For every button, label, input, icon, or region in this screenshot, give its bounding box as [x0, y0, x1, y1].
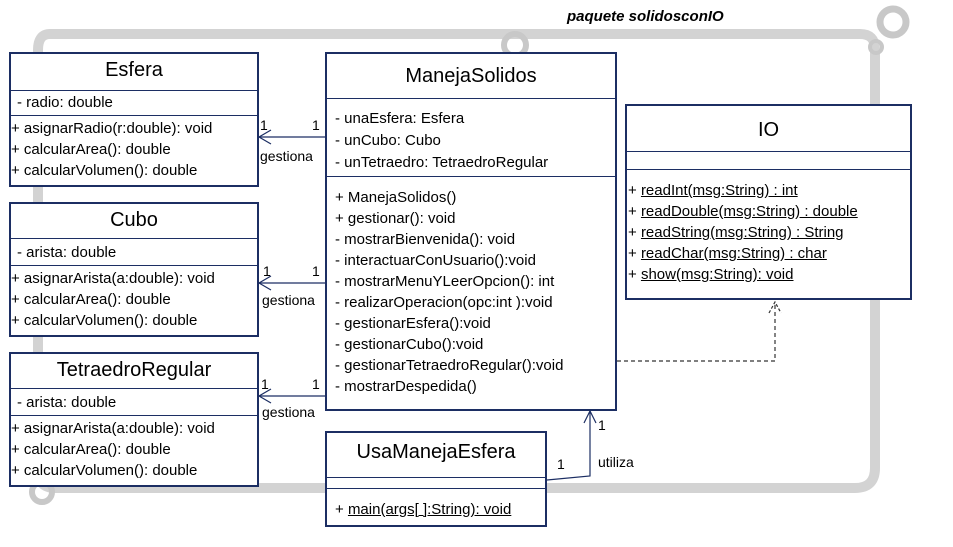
operation: - mostrarMenuYLeerOpcion(): int: [335, 273, 555, 290]
class-name-tetraedro-regular: TetraedroRegular: [56, 359, 212, 381]
label-gestiona-cubo: gestiona: [262, 292, 315, 308]
operations-section: + ManejaSolidos() + gestionar(): void - …: [327, 176, 615, 395]
class-name-esfera: Esfera: [105, 59, 163, 81]
operations-section: + readInt(msg:String) : int + readDouble…: [627, 169, 910, 283]
label-utiliza: utiliza: [598, 454, 634, 470]
operation: - mostrarBienvenida(): void: [335, 231, 516, 248]
class-cubo[interactable]: Cubo - arista: double + asignarArista(a:…: [9, 202, 259, 337]
attribute: - unTetraedro: TetraedroRegular: [335, 154, 549, 171]
operation: + calcularArea(): double: [11, 441, 171, 458]
operation: + main(args[ ]:String): void: [335, 501, 512, 518]
attributes-section: [327, 477, 545, 478]
multiplicity-utiliza-target: 1: [598, 417, 606, 433]
operation: + calcularVolumen(): double: [11, 312, 198, 329]
label-gestiona-esfera: gestiona: [260, 148, 313, 164]
class-maneja-solidos[interactable]: ManejaSolidos - unaEsfera: Esfera - unCu…: [325, 52, 617, 411]
attributes-section: - arista: double: [11, 388, 257, 411]
multiplicity-cubo-right: 1: [312, 263, 320, 279]
attributes-section: - unaEsfera: Esfera - unCubo: Cubo - unT…: [327, 98, 615, 171]
class-io[interactable]: IO + readInt(msg:String) : int + readDou…: [625, 104, 912, 300]
operations-section: + asignarRadio(r:double): void + calcula…: [11, 115, 257, 179]
attributes-section: - arista: double: [11, 238, 257, 261]
attribute: - radio: double: [17, 94, 113, 111]
operation: - gestionarCubo():void: [335, 336, 484, 353]
class-name-io: IO: [757, 119, 780, 141]
multiplicity-cubo-left: 1: [263, 263, 271, 279]
attributes-section: [627, 151, 910, 152]
operation: + readChar(msg:String) : char: [628, 245, 827, 262]
multiplicity-esfera-right: 1: [312, 117, 320, 133]
class-tetraedro-regular[interactable]: TetraedroRegular - arista: double + asig…: [9, 352, 259, 487]
multiplicity-tetraedro-right: 1: [312, 376, 320, 392]
operation: - gestionarTetraedroRegular():void: [335, 357, 564, 374]
multiplicity-tetraedro-left: 1: [261, 376, 269, 392]
operation: - realizarOperacion(opc:int ):void: [335, 294, 553, 311]
multiplicity-esfera-left: 1: [260, 117, 268, 133]
package-title: paquete solidosconIO: [567, 8, 724, 25]
operation: - mostrarDespedida(): [335, 378, 477, 395]
class-name-maneja-solidos: ManejaSolidos: [405, 65, 537, 87]
class-esfera[interactable]: Esfera - radio: double + asignarRadio(r:…: [9, 52, 259, 187]
multiplicity-utiliza-source: 1: [557, 456, 565, 472]
operation: + calcularArea(): double: [11, 141, 171, 158]
operation: + calcularVolumen(): double: [11, 462, 198, 479]
class-name-cubo: Cubo: [110, 209, 158, 231]
attributes-section: - radio: double: [11, 90, 257, 111]
operation: + gestionar(): void: [335, 210, 456, 227]
operation: + asignarArista(a:double): void: [11, 270, 215, 287]
operation: + ManejaSolidos(): [335, 189, 457, 206]
operation: + show(msg:String): void: [628, 266, 794, 283]
class-name-usa-maneja-esfera: UsaManejaEsfera: [356, 441, 516, 463]
gear-decoration-top-right: [868, 5, 910, 55]
operation: - interactuarConUsuario():void: [335, 252, 536, 269]
operations-section: + main(args[ ]:String): void: [327, 488, 545, 518]
operation: + asignarArista(a:double): void: [11, 420, 215, 437]
operation: + calcularVolumen(): double: [11, 162, 198, 179]
operations-section: + asignarArista(a:double): void + calcul…: [11, 265, 257, 329]
operations-section: + asignarArista(a:double): void + calcul…: [11, 415, 257, 479]
attribute: - arista: double: [17, 244, 117, 261]
operation: + readString(msg:String) : String: [628, 224, 844, 241]
operation: + asignarRadio(r:double): void: [11, 120, 213, 137]
operation: + calcularArea(): double: [11, 291, 171, 308]
operation: - gestionarEsfera():void: [335, 315, 491, 332]
attribute: - arista: double: [17, 394, 117, 411]
attribute: - unCubo: Cubo: [335, 132, 441, 149]
attribute: - unaEsfera: Esfera: [335, 110, 465, 127]
label-gestiona-tetraedro: gestiona: [262, 404, 315, 420]
operation: + readDouble(msg:String) : double: [628, 203, 858, 220]
operation: + readInt(msg:String) : int: [628, 182, 798, 199]
class-usa-maneja-esfera[interactable]: UsaManejaEsfera + main(args[ ]:String): …: [325, 431, 547, 527]
